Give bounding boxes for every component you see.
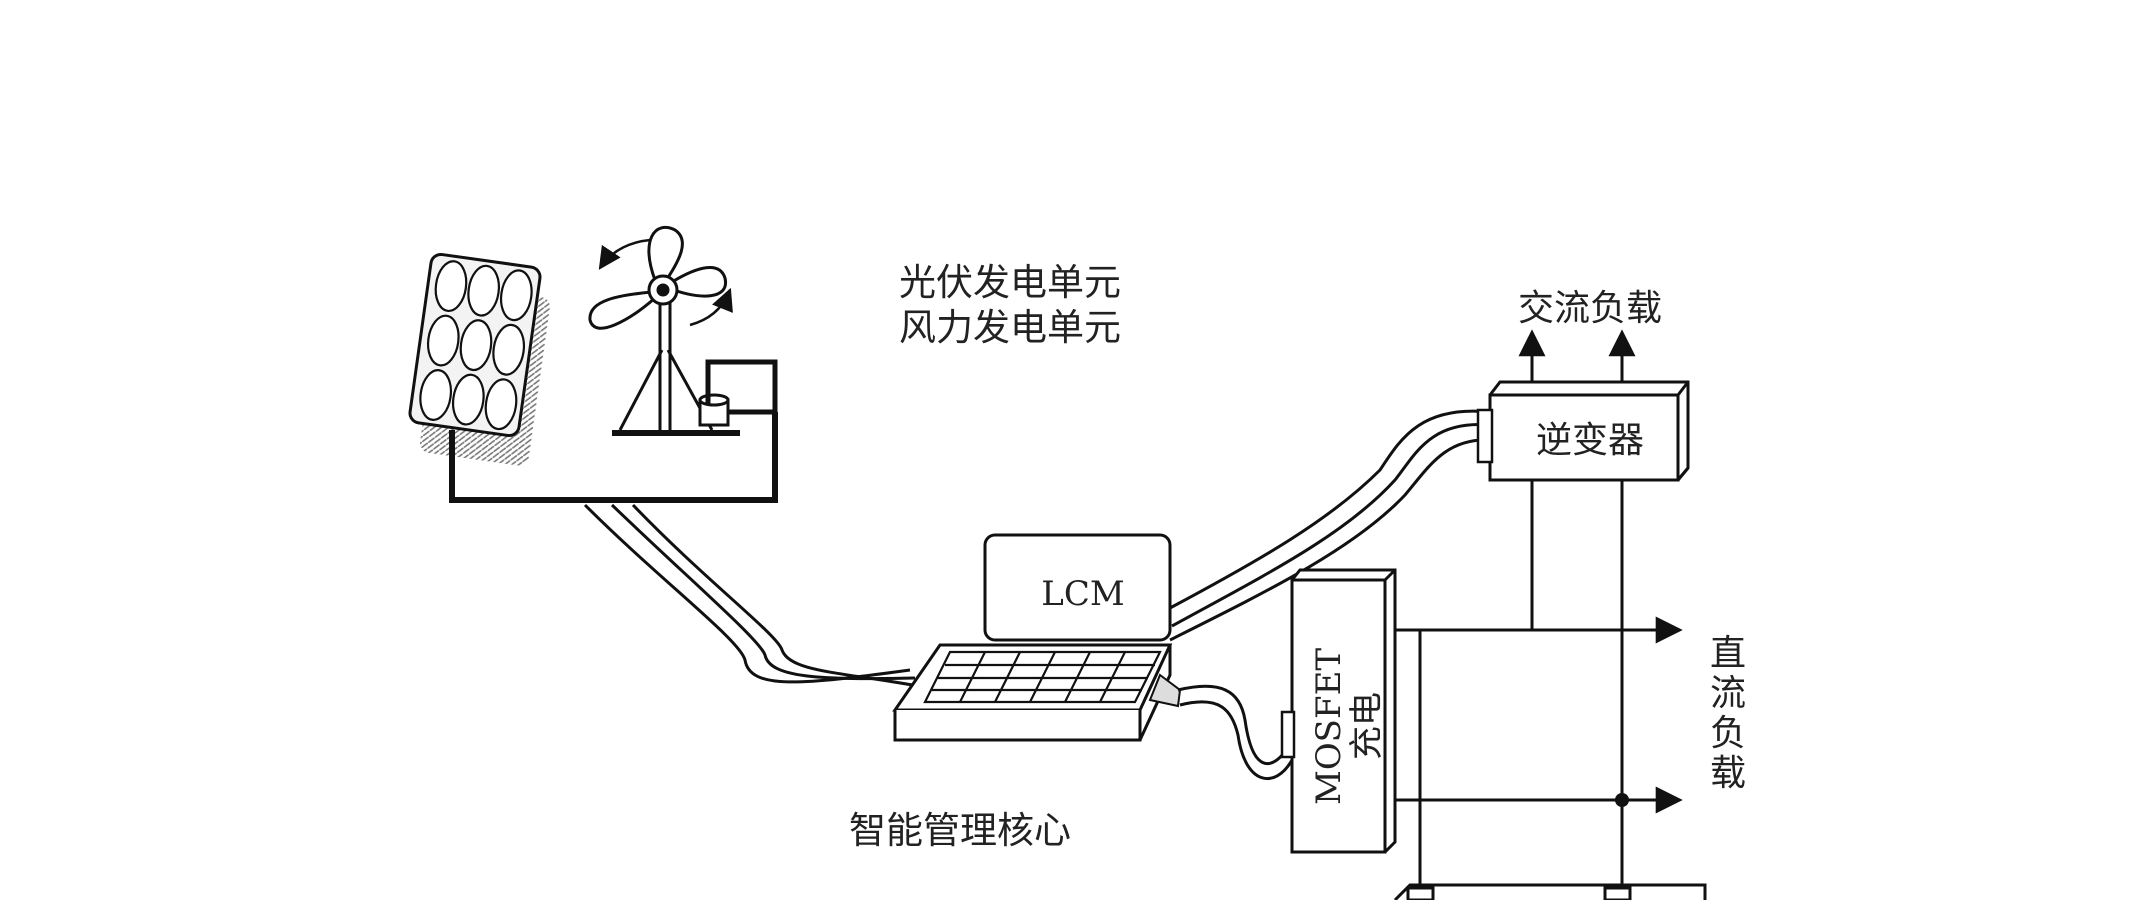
dc-load-label: 直流负载 [1710,633,1746,794]
junction-dot [1615,793,1629,807]
core-label: 智能管理核心 [849,809,1071,852]
mosfet-label: MOSFET [1309,648,1349,805]
inverter-box [1476,380,1690,482]
smart-core-terminal [892,533,1182,742]
wind-unit-label: 风力发电单元 [899,306,1121,349]
solar-panel-icon [408,252,551,466]
battery-box [1393,883,1707,902]
inverter-cable [1169,409,1491,642]
lcm-label: LCM [1041,574,1124,614]
wind-turbine-icon [588,226,740,436]
generation-cable [583,503,919,688]
pv-unit-label: 光伏发电单元 [899,261,1121,304]
mosfet-charge-box [1280,568,1397,854]
collector-wire [705,359,778,415]
dc-bus [1395,480,1683,900]
ac-load-label: 交流负载 [1518,288,1662,329]
charge-label: 充电 [1347,692,1387,760]
inverter-label: 逆变器 [1536,420,1644,461]
collector-bus [449,412,778,503]
dc-load-label-group: 直流负载 [1710,633,1746,794]
mosfet-cable [1177,684,1294,780]
